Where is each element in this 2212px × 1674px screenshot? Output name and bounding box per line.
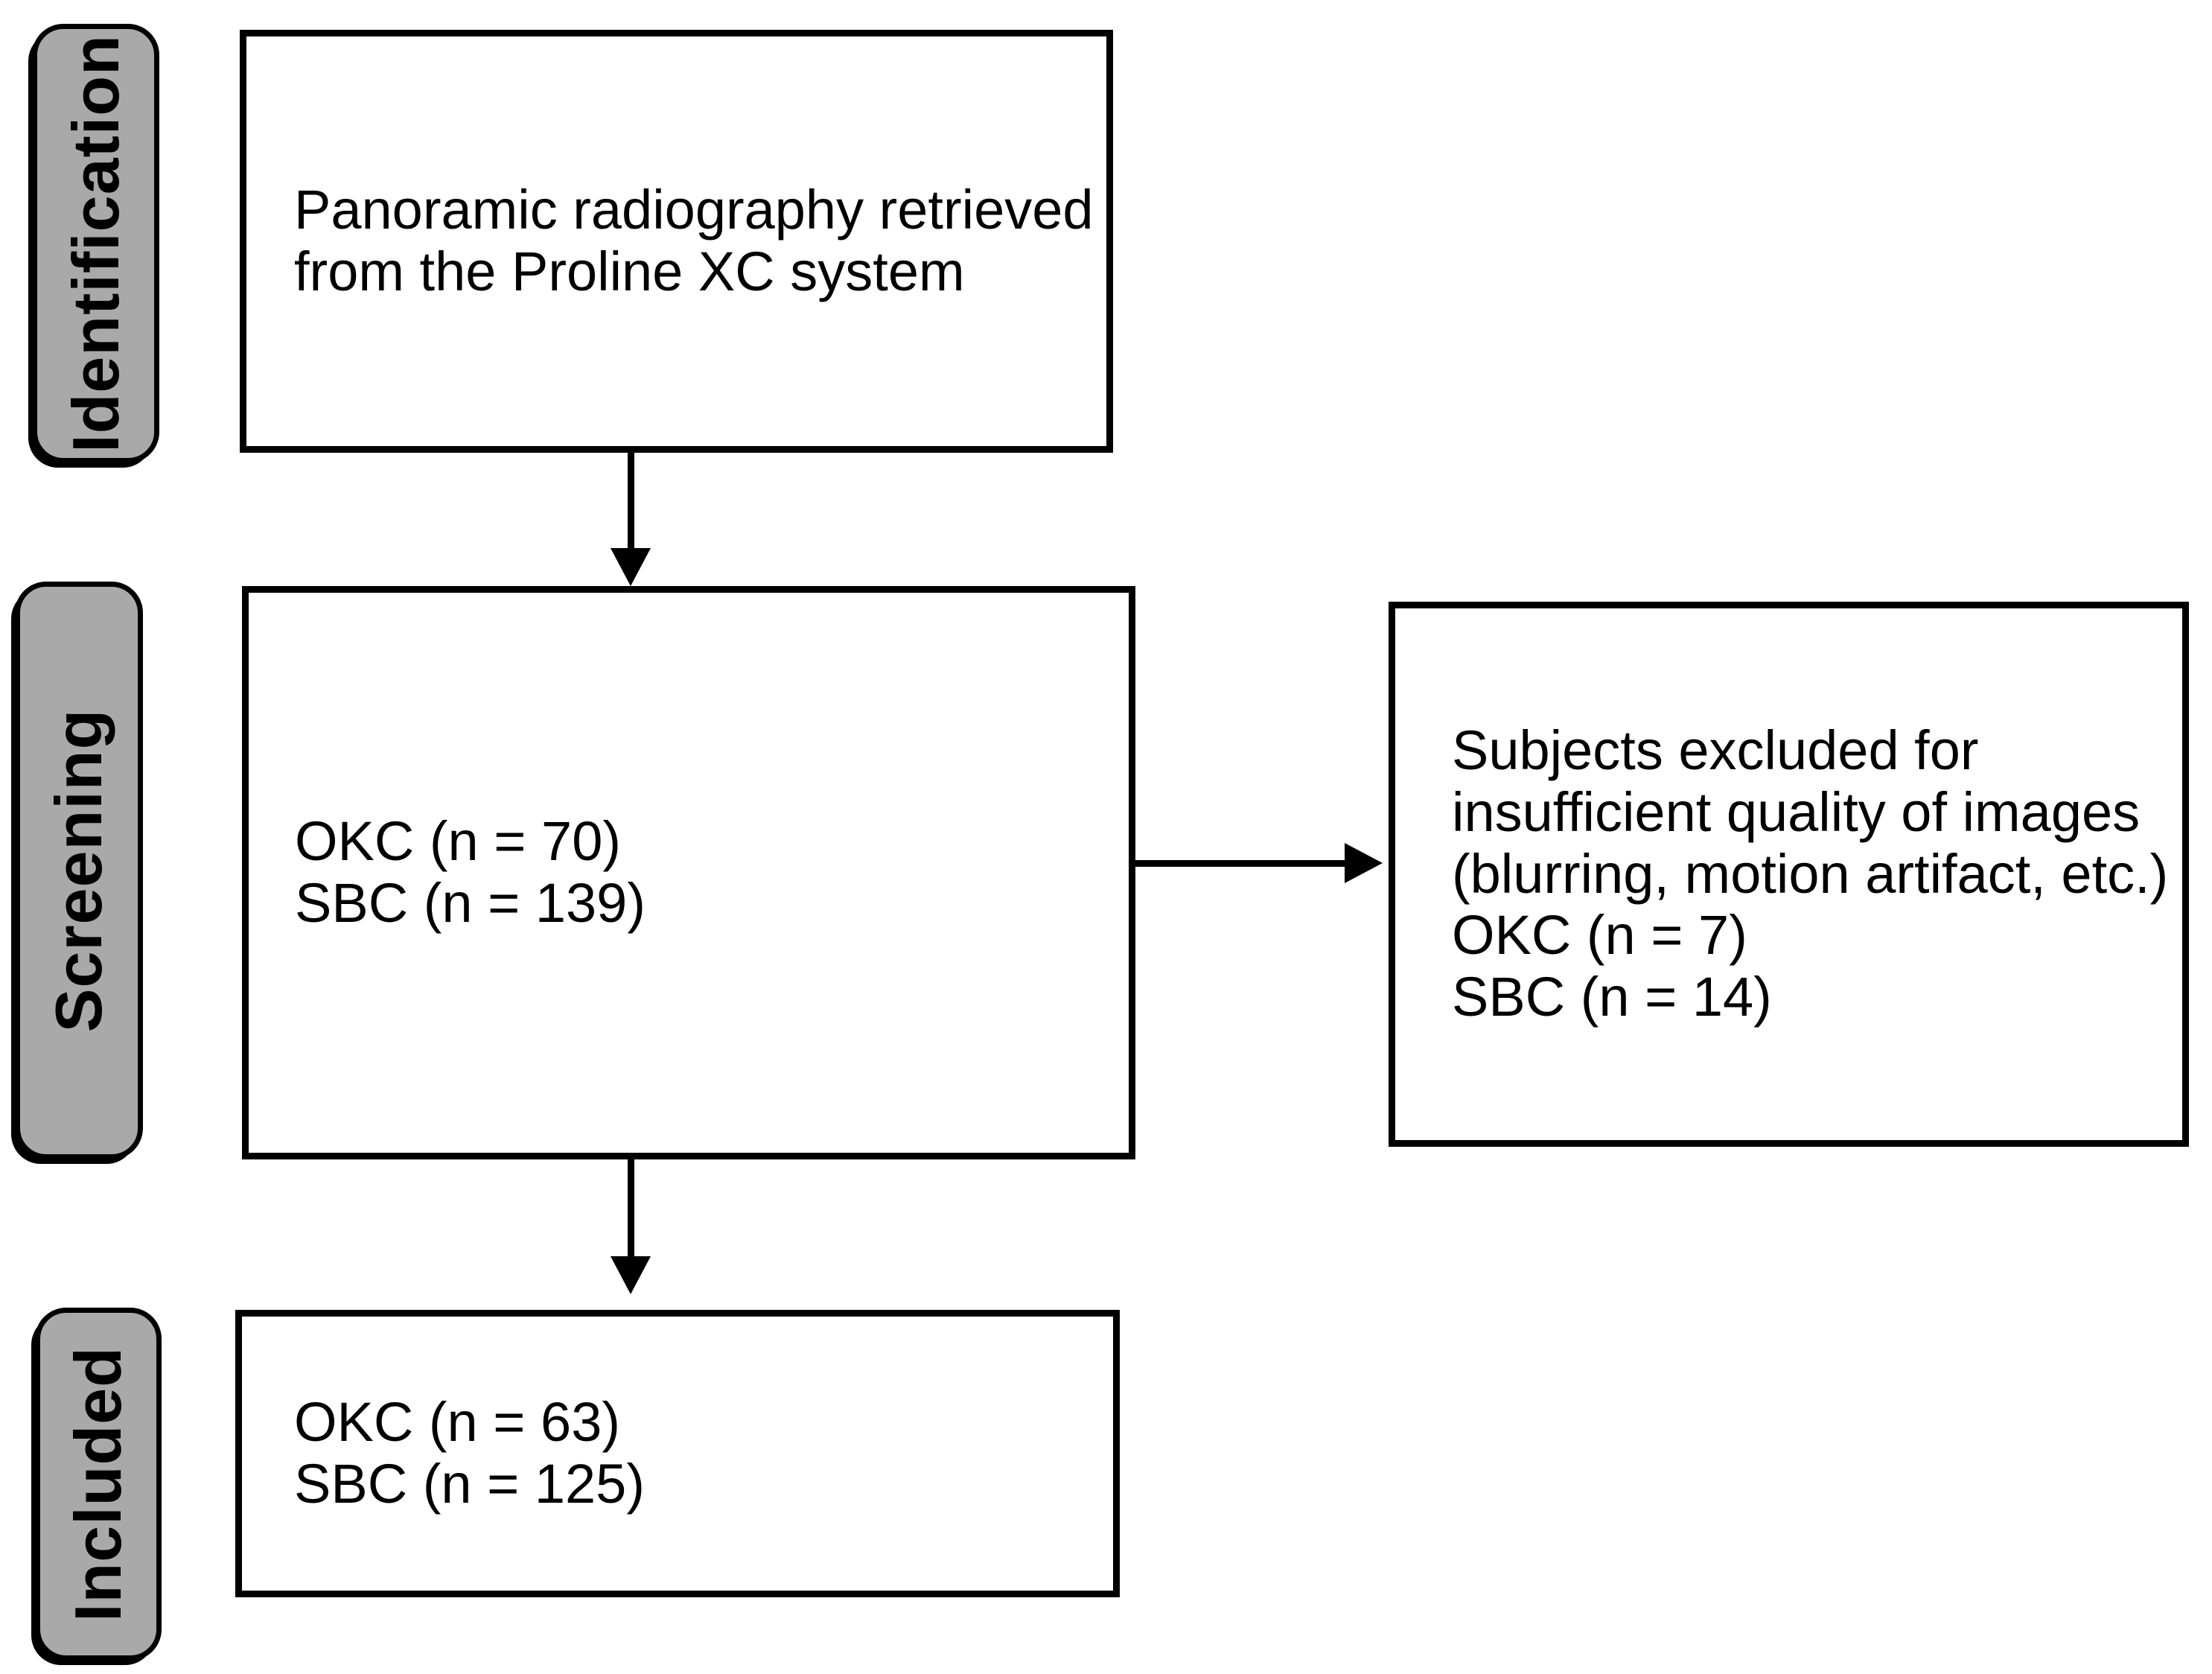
box-text-line: insufficient quality of images bbox=[1452, 780, 2141, 843]
box-text-line: Subjects excluded for bbox=[1452, 719, 1979, 781]
box-text-line: OKC (n = 63) bbox=[294, 1391, 621, 1454]
arrow-shaft bbox=[628, 1159, 634, 1261]
stage-label-text: Identification bbox=[58, 34, 133, 453]
arrow-shaft bbox=[628, 453, 634, 553]
arrow-head-right-icon bbox=[1345, 843, 1383, 883]
stage-label-screening: Screening bbox=[15, 582, 143, 1159]
box-text-line: from the Proline XC system bbox=[294, 241, 965, 302]
stage-label-identification: Identification bbox=[32, 24, 159, 463]
arrow-shaft bbox=[1135, 860, 1348, 867]
stage-label-text: Screening bbox=[42, 708, 116, 1033]
identification-box: Panoramic radiography retrieved from the… bbox=[240, 30, 1113, 453]
screening-box: OKC (n = 70) SBC (n = 139) bbox=[242, 586, 1135, 1159]
included-box: OKC (n = 63) SBC (n = 125) bbox=[235, 1310, 1120, 1597]
box-text-line: Panoramic radiography retrieved bbox=[294, 179, 1094, 241]
box-text-line: (blurring, motion artifact, etc.) bbox=[1452, 842, 2169, 905]
stage-label-included: Included bbox=[35, 1308, 162, 1661]
stage-label-text: Included bbox=[61, 1346, 136, 1622]
excluded-subjects-box: Subjects excluded for insufficient quali… bbox=[1389, 602, 2189, 1147]
arrow-head-down-icon bbox=[611, 1256, 651, 1294]
box-text-line: OKC (n = 7) bbox=[1452, 904, 1747, 967]
box-text-line: SBC (n = 139) bbox=[295, 872, 646, 934]
box-text-line: SBC (n = 14) bbox=[1452, 966, 1772, 1028]
box-text-line: SBC (n = 125) bbox=[294, 1453, 645, 1515]
arrow-head-down-icon bbox=[611, 548, 651, 586]
box-text-line: OKC (n = 70) bbox=[295, 810, 622, 873]
